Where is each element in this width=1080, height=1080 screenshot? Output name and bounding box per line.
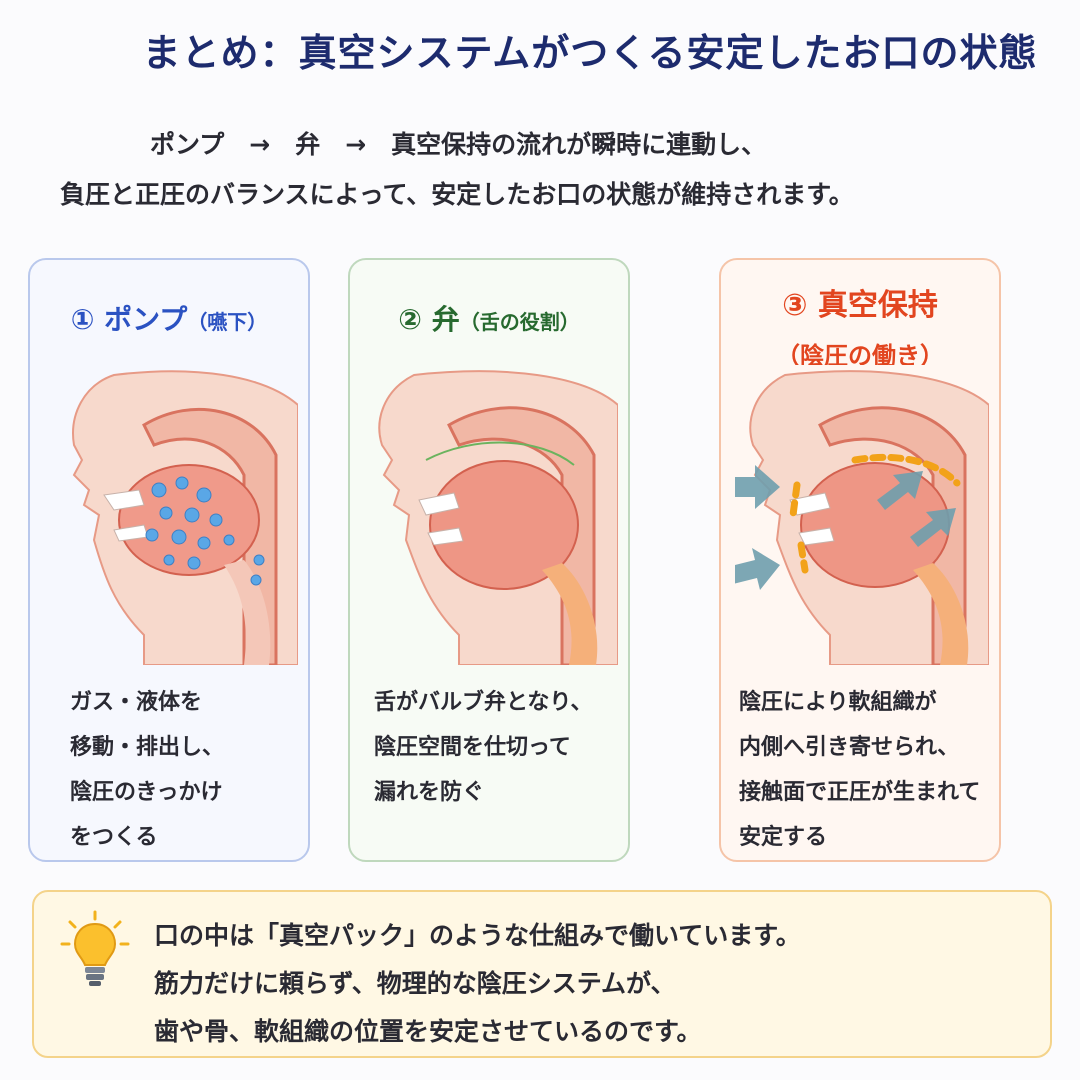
- negative-pressure-cross-section-illustration: [735, 365, 989, 665]
- summary-line: 筋力だけに頼らず、物理的な陰圧システムが、: [154, 969, 676, 998]
- intro-line-2: 負圧と正圧のバランスによって、安定したお口の状態が維持されます。: [60, 180, 854, 209]
- intro-text: ポンプ → 弁 → 真空保持の流れが瞬時に連動し、 負圧と正圧のバランスによって…: [60, 120, 1020, 220]
- card-pump-line: をつくる: [70, 825, 158, 850]
- card-valve: ② 弁（舌の役割） 舌がバルブ弁となり、 陰圧空間を仕切って 漏れを防ぐ: [348, 258, 630, 862]
- card-valve-line: 漏れを防ぐ: [374, 780, 485, 805]
- card-valve-title-main: ② 弁: [398, 303, 460, 336]
- card-vacuum-line: 内側へ引き寄せられ、: [739, 735, 960, 760]
- card-valve-line: 舌がバルブ弁となり、: [374, 690, 593, 715]
- card-pump-description: ガス・液体を 移動・排出し、 陰圧のきっかけ をつくる: [70, 680, 294, 860]
- swallowing-cross-section-illustration: [44, 365, 298, 665]
- card-vacuum-hold: ③ 真空保持 （陰圧の働き） 陰圧により軟組織が 内側へ引き寄せられ、 接触面で…: [719, 258, 1001, 862]
- card-vacuum-title: ③ 真空保持: [782, 288, 938, 323]
- card-valve-title: ② 弁（舌の役割）: [350, 298, 628, 338]
- card-valve-line: 陰圧空間を仕切って: [374, 735, 571, 760]
- tongue-valve-cross-section-illustration: [364, 365, 618, 665]
- card-vacuum-line: 接触面で正圧が生まれて: [739, 780, 981, 805]
- page-title: まとめ：真空システムがつくる安定したお口の状態: [142, 31, 1038, 75]
- card-valve-description: 舌がバルブ弁となり、 陰圧空間を仕切って 漏れを防ぐ: [374, 680, 614, 815]
- lightbulb-icon: [60, 910, 130, 986]
- card-pump-subtitle: （嚥下）: [187, 310, 268, 334]
- intro-line-1: ポンプ → 弁 → 真空保持の流れが瞬時に連動し、: [150, 130, 767, 159]
- card-pump-line: 陰圧のきっかけ: [70, 780, 223, 805]
- summary-line: 口の中は「真空パック」のような仕組みで働いています。: [154, 921, 801, 950]
- summary-line: 歯や骨、軟組織の位置を安定させているのです。: [154, 1017, 702, 1046]
- card-pump: ① ポンプ（嚥下） ガス・液体を 移動・排出し、 陰圧のきっかけ をつくる: [28, 258, 310, 862]
- card-pump-line: ガス・液体を: [70, 690, 203, 715]
- card-vacuum-description: 陰圧により軟組織が 内側へ引き寄せられ、 接触面で正圧が生まれて 安定する: [739, 680, 985, 860]
- card-vacuum-line: 陰圧により軟組織が: [739, 690, 937, 715]
- card-pump-title-main: ① ポンプ: [70, 303, 188, 336]
- summary-text: 口の中は「真空パック」のような仕組みで働いています。 筋力だけに頼らず、物理的な…: [154, 912, 801, 1056]
- card-valve-subtitle: （舌の役割）: [459, 310, 580, 334]
- summary-box: 口の中は「真空パック」のような仕組みで働いています。 筋力だけに頼らず、物理的な…: [32, 890, 1052, 1058]
- card-vacuum-line: 安定する: [739, 825, 828, 850]
- card-pump-title: ① ポンプ（嚥下）: [30, 298, 308, 338]
- card-pump-line: 移動・排出し、: [70, 735, 225, 760]
